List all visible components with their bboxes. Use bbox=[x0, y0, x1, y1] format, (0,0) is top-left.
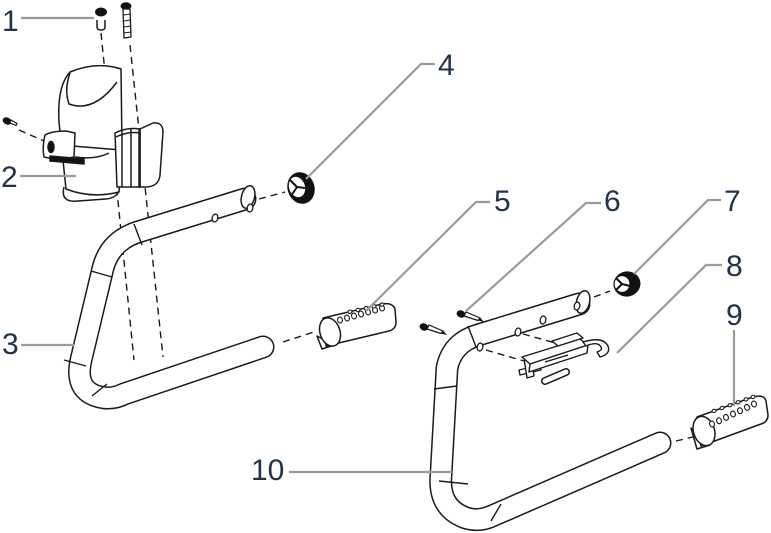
screw6-b-shaft bbox=[426, 324, 444, 335]
screw1-right-shaft bbox=[122, 8, 132, 39]
grip5-end-face bbox=[318, 317, 342, 347]
frame-left-fill bbox=[69, 189, 273, 408]
leader-line-6 bbox=[465, 201, 601, 312]
part-1-screws bbox=[95, 2, 132, 39]
frame-left-hole-1 bbox=[211, 213, 219, 223]
part-labels: 1 2 3 4 5 6 7 8 9 10 bbox=[1, 5, 743, 487]
dashed-axis-cap4 bbox=[258, 191, 286, 200]
screw6-b-head bbox=[419, 323, 429, 331]
screw6-a-shaft bbox=[463, 311, 481, 322]
part-label-7: 7 bbox=[724, 185, 741, 218]
grip9-holes-top bbox=[711, 394, 756, 414]
latch-hook-arm bbox=[582, 339, 610, 358]
frame-right-fill bbox=[430, 294, 670, 530]
screw6-a-head bbox=[456, 310, 466, 318]
frame-left-seam-4 bbox=[91, 383, 108, 397]
frame-left-open-end bbox=[240, 184, 256, 210]
holder-clip-panel bbox=[114, 127, 141, 188]
screw2-head bbox=[2, 117, 12, 125]
bracket-dark-bar bbox=[49, 155, 85, 165]
screw6-b-tip bbox=[441, 330, 447, 335]
grip9-holes-front bbox=[708, 400, 758, 428]
dashed-axis-cap7 bbox=[593, 290, 611, 298]
part-label-9: 9 bbox=[726, 299, 743, 332]
frame-left-seam-2 bbox=[90, 270, 113, 278]
part-6-screws bbox=[419, 310, 484, 335]
screw1-left-thread bbox=[96, 20, 106, 31]
screw6-b bbox=[419, 323, 447, 335]
part-label-2: 2 bbox=[1, 161, 18, 194]
grip5-holes-front bbox=[336, 304, 386, 324]
part-label-6: 6 bbox=[604, 185, 621, 218]
screw1-right-threads bbox=[123, 13, 132, 34]
assembly-dashed-lines-front bbox=[258, 191, 694, 442]
bracket-hole bbox=[47, 140, 55, 154]
screw6-a bbox=[456, 310, 484, 322]
cap7-spokes bbox=[615, 277, 631, 291]
screw1-left-head bbox=[95, 7, 107, 17]
part-label-10: 10 bbox=[251, 454, 284, 487]
leader-line-5 bbox=[365, 200, 490, 312]
frame-right-seam-3 bbox=[438, 480, 469, 485]
part-3-frame-left bbox=[63, 184, 275, 410]
frame-right-seam-2 bbox=[433, 385, 458, 390]
bracket-strap-curve bbox=[74, 152, 110, 159]
latch-pin-fill bbox=[542, 369, 569, 384]
frame-right-seam-1 bbox=[467, 325, 477, 348]
holder-bottom-strap bbox=[62, 186, 120, 202]
latch-top-plate bbox=[551, 332, 584, 347]
dashed-axis-grip9 bbox=[675, 436, 694, 442]
part-8-latch bbox=[518, 332, 610, 385]
holder-clip-pocket bbox=[139, 122, 164, 188]
dashed-axis-grip5 bbox=[282, 330, 318, 343]
part-label-4: 4 bbox=[438, 49, 455, 82]
screw2-shaft bbox=[9, 119, 18, 127]
clip-inner-edge bbox=[115, 131, 141, 138]
frame-right-hole-2 bbox=[514, 327, 522, 337]
latch-brace bbox=[544, 354, 569, 363]
part-label-3: 3 bbox=[2, 328, 19, 361]
part-2-screw bbox=[2, 117, 18, 127]
part-5-grip bbox=[316, 302, 397, 350]
cap4-spokes bbox=[289, 179, 306, 197]
frame-right-hole-1 bbox=[476, 342, 484, 352]
frame-right-hole-3 bbox=[539, 315, 547, 325]
part-label-5: 5 bbox=[494, 185, 511, 218]
part-10-frame-right bbox=[429, 289, 672, 532]
leader-line-4 bbox=[305, 62, 435, 180]
frame-right-hole-4 bbox=[573, 301, 581, 311]
part-7-cap bbox=[613, 271, 641, 297]
dashed-line-screw2 bbox=[18, 129, 45, 142]
frame-left-seam-3 bbox=[63, 359, 87, 367]
leader-lines bbox=[20, 16, 736, 474]
frame-right-seam-4 bbox=[490, 503, 502, 522]
screw6-a-tip bbox=[478, 317, 484, 322]
leader-line-7 bbox=[633, 198, 721, 275]
screw1-right-head bbox=[120, 2, 132, 10]
part-2-holder bbox=[42, 64, 164, 202]
part-4-cap bbox=[287, 172, 315, 204]
dashed-axis-latch-a bbox=[485, 349, 525, 362]
leader-line-8 bbox=[616, 263, 722, 354]
part-9-grip bbox=[690, 394, 769, 450]
frame-left-seam-1 bbox=[133, 223, 143, 246]
holder-top-opening bbox=[66, 72, 118, 107]
frame-left-hole-2 bbox=[246, 203, 254, 213]
dashed-line-screw1-right bbox=[129, 44, 164, 358]
part-label-1: 1 bbox=[2, 5, 19, 38]
part-label-8: 8 bbox=[726, 250, 743, 283]
